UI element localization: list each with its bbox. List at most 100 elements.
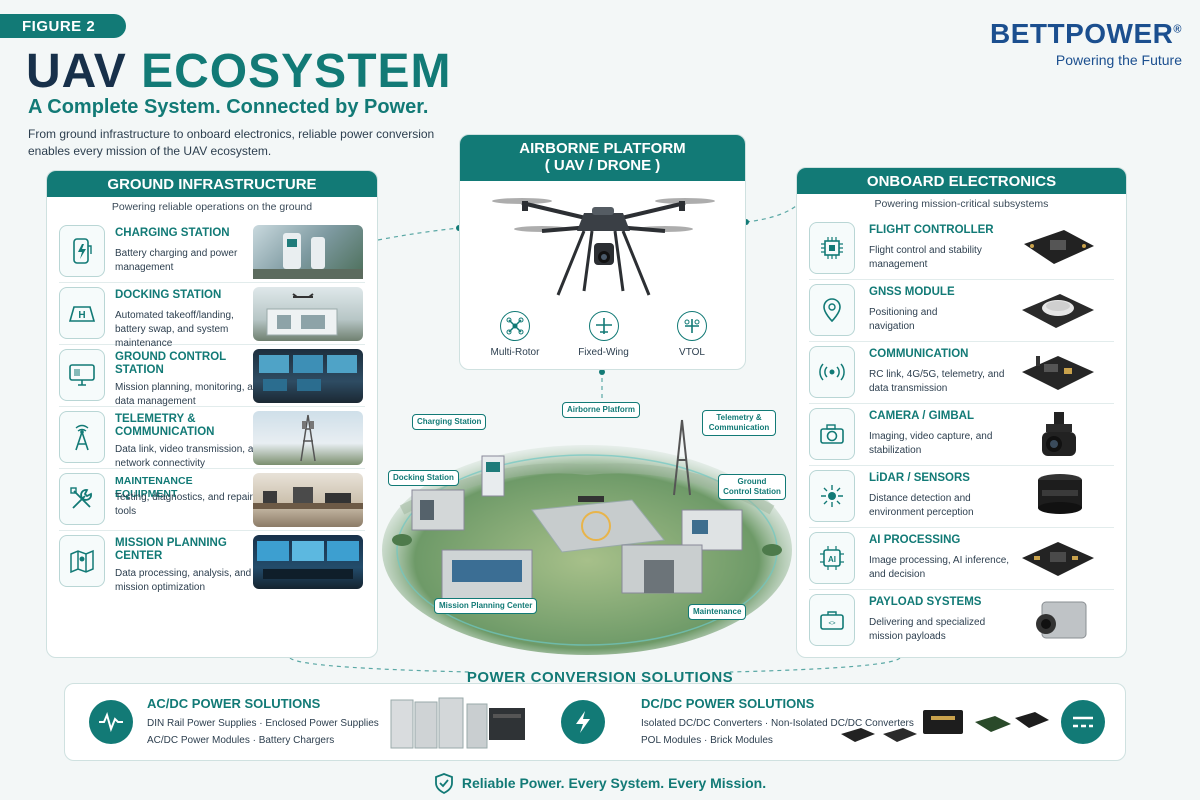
- telemetry-tower-photo: [253, 411, 363, 465]
- acdc-line-1: DIN Rail Power Supplies · Enclosed Power…: [147, 718, 379, 729]
- onboard-item-desc: Flight control and stability management: [869, 245, 982, 270]
- onboard-panel-title: ONBOARD ELECTRONICS: [797, 168, 1126, 194]
- onboard-item-camera[interactable]: CAMERA / GIMBAL Imaging, video capture, …: [809, 404, 1114, 466]
- acdc-section[interactable]: AC/DC POWER SOLUTIONS DIN Rail Power Sup…: [147, 696, 379, 749]
- dcdc-section[interactable]: DC/DC POWER SOLUTIONS Isolated DC/DC Con…: [641, 696, 914, 749]
- airborne-panel-title: AIRBORNE PLATFORM ( UAV / DRONE ): [460, 135, 745, 181]
- ground-item-desc: Battery charging and power management: [115, 248, 238, 273]
- acdc-title: AC/DC POWER SOLUTIONS: [147, 696, 321, 711]
- page-title: UAV ECOSYSTEM: [26, 44, 452, 99]
- uav-type-fixedwing[interactable]: Fixed-Wing: [569, 311, 639, 358]
- ground-item-desc: Data link, video transmission, and netwo…: [115, 444, 265, 469]
- camera-gimbal-photo: [1042, 412, 1076, 456]
- ground-item-title: MISSION PLANNING CENTER: [115, 537, 227, 562]
- sensor-icon: [809, 470, 855, 522]
- waveform-icon: [89, 700, 133, 744]
- ground-item-maintenance[interactable]: MAINTENANCE EQUIPMENT Testing, diagnosti…: [59, 469, 365, 531]
- ground-item-docking-station[interactable]: H DOCKING STATION Automated takeoff/land…: [59, 283, 365, 349]
- onboard-panel-subtitle: Powering mission-critical subsystems: [874, 198, 1049, 210]
- footer-tagline: Reliable Power. Every System. Every Miss…: [0, 772, 1200, 795]
- ground-item-charging-station[interactable]: CHARGING STATION Battery charging and po…: [59, 221, 365, 283]
- payload-icon: <>: [809, 594, 855, 646]
- onboard-item-title: CAMERA / GIMBAL: [869, 410, 974, 422]
- page-subtitle: A Complete System. Connected by Power.: [28, 96, 429, 118]
- scene-tag-airborne: Airborne Platform: [562, 402, 641, 418]
- uav-type-multirotor[interactable]: Multi-Rotor: [480, 311, 550, 358]
- drone-image: [492, 198, 715, 296]
- brand-logo: BETTPOWER® Powering the Future: [990, 18, 1182, 68]
- onboard-item-flight-controller[interactable]: FLIGHT CONTROLLER Flight control and sta…: [809, 218, 1114, 280]
- onboard-item-desc: Imaging, video capture, and stabilizatio…: [869, 431, 993, 456]
- onboard-item-title: COMMUNICATION: [869, 348, 969, 360]
- onboard-item-gnss[interactable]: GNSS MODULE Positioning and navigation: [809, 280, 1114, 342]
- ai-board-photo: [1022, 542, 1094, 576]
- maintenance-photo: [253, 473, 363, 527]
- charging-station-photo: [253, 225, 363, 279]
- ground-item-telemetry[interactable]: TELEMETRY & COMMUNICATION Data link, vid…: [59, 407, 365, 469]
- onboard-item-lidar[interactable]: LiDAR / SENSORS Distance detection and e…: [809, 466, 1114, 528]
- dcdc-line-2: POL Modules · Brick Modules: [641, 735, 773, 746]
- acdc-products-photo: [390, 697, 525, 749]
- ground-item-desc: Automated takeoff/landing, battery swap,…: [115, 310, 234, 349]
- vtol-icon: [677, 311, 707, 341]
- airborne-subtitle: ( UAV / DRONE ): [544, 157, 661, 174]
- map-icon: [59, 535, 105, 587]
- figure-badge: FIGURE 2: [0, 14, 126, 38]
- ground-item-title: TELEMETRY & COMMUNICATION: [115, 413, 215, 438]
- fixed-wing-icon: [588, 311, 619, 341]
- lidar-sensor-photo: [1038, 474, 1082, 514]
- ground-item-mission-planning[interactable]: MISSION PLANNING CENTER Data processing,…: [59, 531, 365, 593]
- onboard-item-title: PAYLOAD SYSTEMS: [869, 596, 982, 608]
- monitor-icon: [59, 349, 105, 401]
- dcdc-line-1: Isolated DC/DC Converters · Non-Isolated…: [641, 718, 914, 729]
- lightning-icon: [561, 700, 605, 744]
- onboard-electronics-panel: ONBOARD ELECTRONICS Powering mission-cri…: [796, 167, 1127, 658]
- ground-item-title: MAINTENANCE EQUIPMENT: [115, 475, 193, 500]
- uav-type-vtol[interactable]: VTOL: [657, 311, 727, 358]
- ground-infrastructure-panel: GROUND INFRASTRUCTURE Powering reliable …: [46, 170, 378, 658]
- ground-item-title: CHARGING STATION: [115, 227, 230, 239]
- scene-tag-docking: Docking Station: [388, 470, 459, 486]
- title-part-1: UAV: [26, 45, 127, 98]
- mission-planning-photo: [253, 535, 363, 589]
- onboard-item-desc: Distance detection and environment perce…: [869, 493, 974, 518]
- power-section-title: POWER CONVERSION SOLUTIONS: [466, 669, 734, 686]
- ground-item-title: DOCKING STATION: [115, 289, 222, 301]
- onboard-item-title: FLIGHT CONTROLLER: [869, 224, 994, 236]
- intro-text: From ground infrastructure to onboard el…: [28, 127, 435, 158]
- onboard-item-ai[interactable]: AI AI PROCESSING Image processing, AI in…: [809, 528, 1114, 590]
- ground-item-desc: Testing, diagnostics, and repair tools: [115, 492, 253, 517]
- svg-text:H: H: [78, 310, 85, 321]
- airborne-title: AIRBORNE PLATFORM: [519, 140, 686, 157]
- title-part-2: ECOSYSTEM: [141, 45, 452, 98]
- antenna-tower-icon: [59, 411, 105, 463]
- onboard-item-title: LiDAR / SENSORS: [869, 472, 970, 484]
- power-solutions-box: AC/DC POWER SOLUTIONS DIN Rail Power Sup…: [64, 683, 1126, 761]
- scene-tag-maintenance: Maintenance: [688, 604, 747, 620]
- onboard-item-desc: Positioning and navigation: [869, 307, 938, 332]
- helipad-icon: H: [59, 287, 105, 339]
- ground-control-photo: [253, 349, 363, 403]
- onboard-item-desc: Delivering and specialized mission paylo…: [869, 617, 986, 642]
- onboard-item-payload[interactable]: <> PAYLOAD SYSTEMS Delivering and specia…: [809, 590, 1114, 652]
- location-pin-icon: [809, 284, 855, 336]
- dcdc-products-photo: [841, 710, 1049, 742]
- ecosystem-scene: Charging Station Airborne Platform Telem…: [382, 400, 792, 662]
- uav-type-label: Multi-Rotor: [490, 347, 540, 358]
- dcdc-title: DC/DC POWER SOLUTIONS: [641, 696, 815, 711]
- onboard-item-title: AI PROCESSING: [869, 534, 961, 546]
- scene-tag-mission-planning: Mission Planning Center: [434, 598, 538, 614]
- multirotor-icon: [500, 311, 530, 341]
- acdc-line-2: AC/DC Power Modules · Battery Chargers: [147, 735, 335, 746]
- scene-tag-charging: Charging Station: [412, 414, 487, 430]
- payload-camera-photo: [1036, 601, 1087, 639]
- uav-type-label: VTOL: [679, 347, 705, 358]
- brand-tagline: Powering the Future: [1055, 52, 1182, 68]
- ground-item-ground-control-station[interactable]: GROUND CONTROL STATION Mission planning,…: [59, 345, 365, 407]
- airborne-platform-panel: AIRBORNE PLATFORM ( UAV / DRONE ) Multi-…: [459, 134, 746, 370]
- onboard-item-communication[interactable]: COMMUNICATION RC link, 4G/5G, telemetry,…: [809, 342, 1114, 404]
- ground-item-desc: Data processing, analysis, and mission o…: [115, 568, 252, 593]
- scene-illustration: [382, 419, 792, 655]
- tools-icon: [59, 473, 105, 525]
- scene-tag-telemetry: Telemetry & Communication: [702, 410, 776, 436]
